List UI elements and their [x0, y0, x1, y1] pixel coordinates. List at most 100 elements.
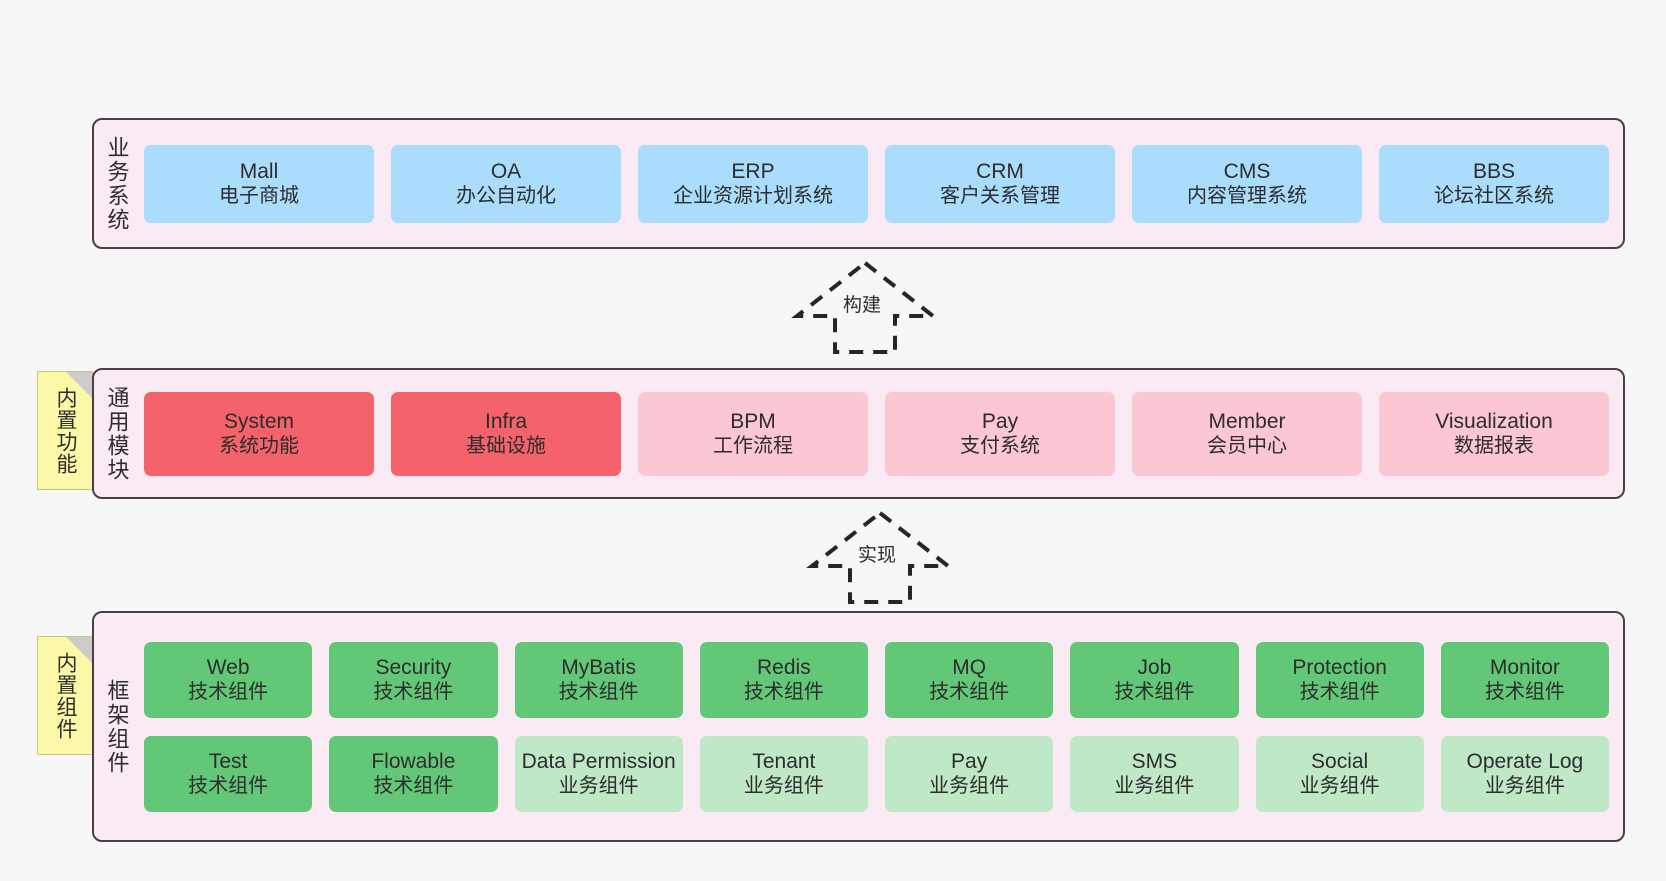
card-subtitle: 技术组件: [743, 681, 824, 704]
layer-title-common-module: 通用模块: [104, 385, 130, 482]
layer-body-business-system: Mall 电子商城 OA 办公自动化 ERP 企业资源计划系统 CRM 客户关系…: [140, 120, 1623, 247]
card-sms[interactable]: SMS 业务组件: [1070, 735, 1239, 812]
note-fold-corner: [66, 372, 92, 398]
card-mall[interactable]: Mall 电子商城: [144, 144, 374, 223]
card-subtitle: 办公自动化: [456, 185, 556, 208]
card-test[interactable]: Test 技术组件: [144, 735, 313, 812]
card-subtitle: 技术组件: [1484, 681, 1565, 704]
card-title: Member: [1208, 409, 1286, 433]
card-subtitle: 电子商城: [219, 185, 299, 208]
card-pay-business[interactable]: Pay 业务组件: [885, 735, 1054, 812]
card-title: MyBatis: [561, 655, 636, 679]
card-subtitle: 技术组件: [1299, 681, 1380, 704]
card-erp[interactable]: ERP 企业资源计划系统: [638, 144, 868, 223]
card-subtitle: 会员中心: [1207, 435, 1287, 458]
card-subtitle: 技术组件: [929, 681, 1010, 704]
card-subtitle: 工作流程: [713, 435, 793, 458]
note-builtin-component: 内置组件: [37, 636, 93, 755]
connector-build-label: 构建: [841, 290, 884, 317]
card-title: Test: [208, 749, 248, 773]
layer-body-common-module: System 系统功能 Infra 基础设施 BPM 工作流程 Pay 支付系统…: [140, 370, 1623, 497]
layer-common-module: 通用模块 System 系统功能 Infra 基础设施 BPM 工作流程 Pay…: [92, 368, 1625, 499]
layer-body-framework-component: Web 技术组件 Security 技术组件 MyBatis 技术组件 Redi…: [140, 613, 1623, 840]
card-subtitle: 技术组件: [558, 681, 639, 704]
card-title: System: [223, 409, 294, 433]
card-title: Data Permission: [521, 749, 676, 773]
card-bbs[interactable]: BBS 论坛社区系统: [1379, 144, 1609, 223]
card-title: MQ: [952, 655, 987, 679]
card-subtitle: 业务组件: [1299, 775, 1380, 798]
card-operate-log[interactable]: Operate Log 业务组件: [1440, 735, 1609, 812]
card-subtitle: 业务组件: [558, 775, 639, 798]
card-subtitle: 业务组件: [1114, 775, 1195, 798]
card-title: OA: [490, 159, 522, 183]
card-job[interactable]: Job 技术组件: [1070, 641, 1239, 718]
card-flowable[interactable]: Flowable 技术组件: [329, 735, 498, 812]
card-title: SMS: [1131, 749, 1178, 773]
card-cms[interactable]: CMS 内容管理系统: [1132, 144, 1362, 223]
card-member[interactable]: Member 会员中心: [1132, 391, 1362, 476]
card-title: Pay: [981, 409, 1019, 433]
card-title: BPM: [730, 409, 776, 433]
card-redis[interactable]: Redis 技术组件: [699, 641, 868, 718]
card-row: System 系统功能 Infra 基础设施 BPM 工作流程 Pay 支付系统…: [144, 391, 1609, 476]
card-infra[interactable]: Infra 基础设施: [391, 391, 621, 476]
card-row-business: Test 技术组件 Flowable 技术组件 Data Permission …: [144, 735, 1609, 812]
card-title: Security: [375, 655, 452, 679]
card-row-technical: Web 技术组件 Security 技术组件 MyBatis 技术组件 Redi…: [144, 641, 1609, 718]
card-subtitle: 业务组件: [743, 775, 824, 798]
card-title: Web: [206, 655, 250, 679]
card-subtitle: 系统功能: [219, 435, 299, 458]
card-title: CMS: [1223, 159, 1271, 183]
card-title: Tenant: [752, 749, 816, 773]
card-title: BBS: [1472, 159, 1516, 183]
note-label: 内置组件: [54, 651, 78, 740]
card-subtitle: 技术组件: [188, 775, 269, 798]
card-title: ERP: [731, 159, 775, 183]
layer-title-framework-component: 框架组件: [104, 678, 130, 775]
card-subtitle: 支付系统: [960, 435, 1040, 458]
card-title: Redis: [757, 655, 811, 679]
card-oa[interactable]: OA 办公自动化: [391, 144, 621, 223]
card-tenant[interactable]: Tenant 业务组件: [699, 735, 868, 812]
card-subtitle: 基础设施: [466, 435, 546, 458]
card-crm[interactable]: CRM 客户关系管理: [885, 144, 1115, 223]
card-visualization[interactable]: Visualization 数据报表: [1379, 391, 1609, 476]
card-title: Social: [1311, 749, 1369, 773]
card-subtitle: 业务组件: [929, 775, 1010, 798]
card-title: Mall: [239, 159, 279, 183]
note-label: 内置功能: [54, 386, 78, 475]
card-subtitle: 论坛社区系统: [1434, 185, 1554, 208]
card-protection[interactable]: Protection 技术组件: [1255, 641, 1424, 718]
card-mybatis[interactable]: MyBatis 技术组件: [514, 641, 683, 718]
card-security[interactable]: Security 技术组件: [329, 641, 498, 718]
card-social[interactable]: Social 业务组件: [1255, 735, 1424, 812]
card-bpm[interactable]: BPM 工作流程: [638, 391, 868, 476]
note-builtin-function: 内置功能: [37, 371, 93, 490]
card-subtitle: 客户关系管理: [940, 185, 1060, 208]
card-row: Mall 电子商城 OA 办公自动化 ERP 企业资源计划系统 CRM 客户关系…: [144, 144, 1609, 223]
card-title: Infra: [484, 409, 528, 433]
layer-business-system: 业务系统 Mall 电子商城 OA 办公自动化 ERP 企业资源计划系统 CRM…: [92, 118, 1625, 249]
card-subtitle: 技术组件: [188, 681, 269, 704]
card-system[interactable]: System 系统功能: [144, 391, 374, 476]
card-web[interactable]: Web 技术组件: [144, 641, 313, 718]
card-subtitle: 技术组件: [1114, 681, 1195, 704]
card-title: Job: [1137, 655, 1172, 679]
card-data-permission[interactable]: Data Permission 业务组件: [514, 735, 683, 812]
connector-implement-label: 实现: [856, 540, 899, 567]
card-title: Operate Log: [1466, 749, 1584, 773]
card-title: CRM: [976, 159, 1024, 183]
card-subtitle: 数据报表: [1454, 435, 1534, 458]
card-title: Pay: [951, 749, 988, 773]
card-pay[interactable]: Pay 支付系统: [885, 391, 1115, 476]
card-title: Flowable: [371, 749, 456, 773]
card-monitor[interactable]: Monitor 技术组件: [1440, 641, 1609, 718]
card-subtitle: 业务组件: [1484, 775, 1565, 798]
card-title: Protection: [1292, 655, 1387, 679]
layer-title-business-system: 业务系统: [104, 135, 130, 232]
card-mq[interactable]: MQ 技术组件: [885, 641, 1054, 718]
note-fold-corner: [66, 637, 92, 663]
card-title: Visualization: [1435, 409, 1553, 433]
